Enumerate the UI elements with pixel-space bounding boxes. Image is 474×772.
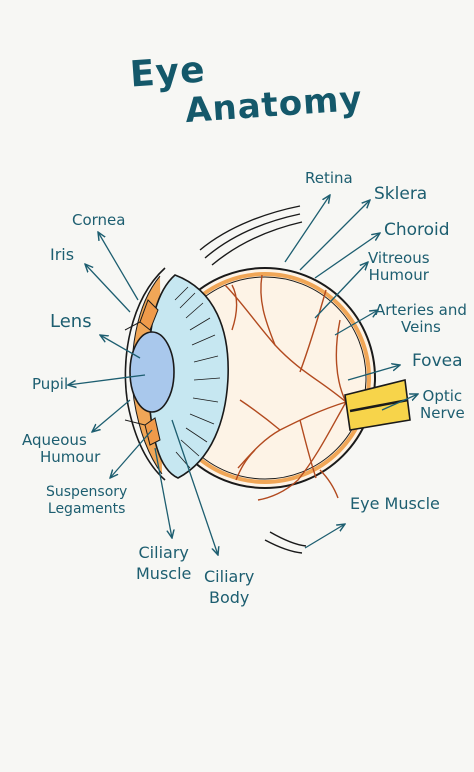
label-suspensory-ligaments: Suspensory Legaments <box>46 484 128 517</box>
label-sklera: Sklera <box>374 184 428 204</box>
cornea-shape <box>124 267 166 481</box>
lower-eye-muscle <box>264 539 303 554</box>
upper-eye-muscle <box>199 205 301 251</box>
label-ciliary-muscle: Ciliary Muscle <box>136 543 192 583</box>
label-arteries-veins: Arteries and Veins <box>375 301 467 336</box>
label-lens: Lens <box>50 311 92 332</box>
crescent-moon-icon <box>248 731 258 751</box>
label-aqueous-humour: Aqueous Humour <box>22 431 101 466</box>
label-cornea: Cornea <box>72 211 126 229</box>
label-retina: Retina <box>305 169 353 187</box>
label-choroid: Choroid <box>384 220 450 240</box>
label-fovea: Fovea <box>412 351 463 371</box>
label-iris: Iris <box>50 245 75 264</box>
blood-vessels <box>224 274 347 501</box>
lens-shape <box>129 331 175 413</box>
pointer-arrows <box>68 195 418 555</box>
label-eye-muscle: Eye Muscle <box>350 494 440 513</box>
label-pupil: Pupil <box>32 375 69 393</box>
iris-shape <box>139 299 159 331</box>
label-optic-nerve: Optic Nerve <box>420 387 465 422</box>
label-ciliary-body: Ciliary Body <box>204 567 255 607</box>
label-vitreous-humour: Vitreous Humour <box>368 249 430 284</box>
